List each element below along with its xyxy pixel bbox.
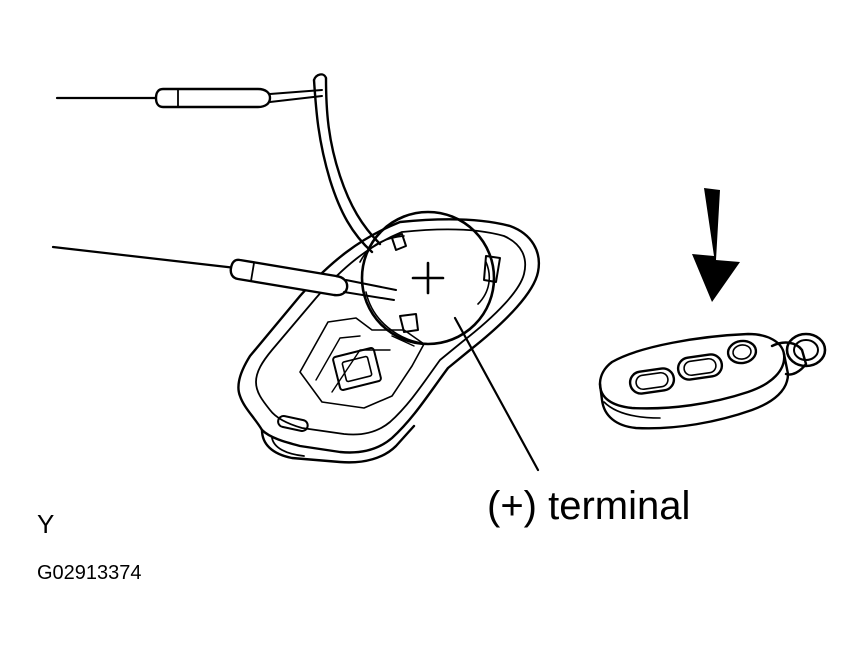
probe-lower-lead-wire xyxy=(51,245,238,270)
terminal-leader-line xyxy=(453,316,540,472)
battery-clip-top xyxy=(391,233,407,251)
switch-pad-inner xyxy=(341,355,373,383)
down-arrow-icon xyxy=(692,188,740,302)
battery-clip-bottom xyxy=(399,313,419,333)
probe-upper-tip xyxy=(269,89,323,103)
fob-key-ring-tab xyxy=(770,341,808,376)
fob-button-right-icon xyxy=(726,339,758,365)
fob-side-wall xyxy=(598,352,790,430)
view-letter-label: Y xyxy=(37,509,55,539)
fob-top-face xyxy=(598,332,786,410)
fob-button-left-inner xyxy=(635,371,669,391)
key-ring-inner xyxy=(793,339,819,361)
fob-button-left-icon xyxy=(628,367,676,395)
case-inner-rim xyxy=(255,228,526,436)
probe-upper-grip xyxy=(154,87,272,109)
probe-upper-contact-wire-edge xyxy=(324,76,382,246)
key-ring-icon xyxy=(785,332,827,368)
battery-edge xyxy=(365,291,431,345)
case-bottom-flange xyxy=(260,424,416,464)
probe-lower-grip xyxy=(229,258,349,297)
case-bottom-step xyxy=(271,437,305,457)
fob-lower-seam xyxy=(603,401,661,419)
battery-clip-right xyxy=(483,255,501,283)
test-probe-lower xyxy=(51,245,397,301)
coin-battery xyxy=(360,210,496,346)
terminal-callout-label: (+) terminal xyxy=(487,484,691,528)
probe-lower-grip-ring xyxy=(250,262,255,282)
probe-upper-contact-wire xyxy=(312,78,374,254)
opened-fob-case xyxy=(237,218,541,464)
switch-pad-outer xyxy=(332,347,382,391)
figure-id-label: G02913374 xyxy=(37,562,142,584)
battery-holder-wall xyxy=(359,235,491,305)
probe-lower-tip xyxy=(343,279,397,301)
fob-button-middle-icon xyxy=(676,353,724,381)
test-probe-upper xyxy=(55,87,323,109)
plus-sign-icon xyxy=(411,261,445,295)
case-outer-shell xyxy=(237,218,541,454)
closed-key-fob xyxy=(598,332,827,430)
fob-button-middle-inner xyxy=(683,357,717,377)
key-ring-slot-icon xyxy=(277,415,309,432)
probe-upper-contact-wire-end xyxy=(312,73,328,82)
fob-button-right-inner xyxy=(732,344,752,360)
